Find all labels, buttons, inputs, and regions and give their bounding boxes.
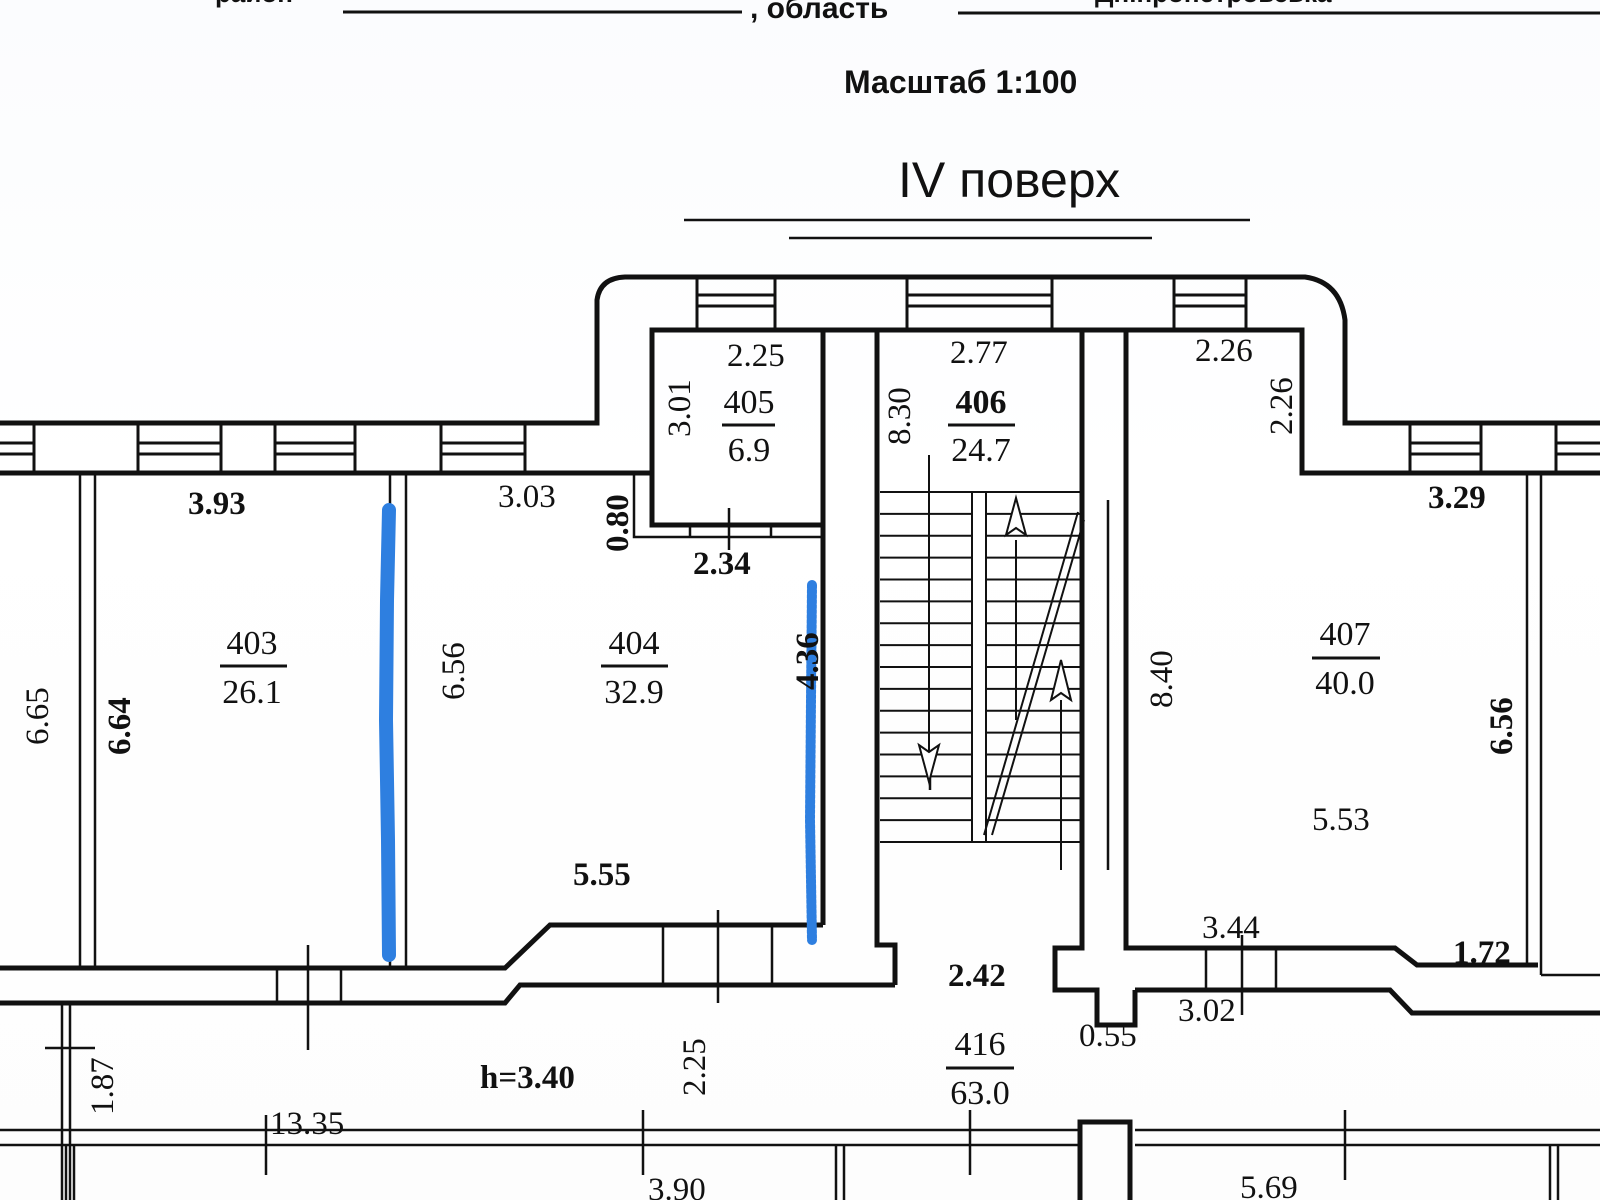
- dimension-label: 3.44: [1202, 910, 1260, 946]
- dimension-label: 6.65: [20, 687, 56, 745]
- dimension-label: 8.30: [882, 387, 918, 445]
- dimension-label: 3.93: [188, 486, 246, 522]
- arrow-up-icon: [1004, 494, 1028, 538]
- marker-stroke: [804, 580, 817, 945]
- dimension-label: 3.90: [648, 1172, 706, 1200]
- room-406-label: 406 24.7: [948, 384, 1015, 469]
- dimension-label: 2.25: [727, 338, 785, 374]
- outer-walls: [0, 274, 1600, 476]
- room-404-label: 404 32.9: [601, 625, 668, 711]
- room-number: 404: [609, 625, 660, 662]
- room-number: 416: [955, 1026, 1006, 1063]
- dimension-label: 0.80: [600, 494, 636, 552]
- stair-well: [971, 491, 987, 843]
- dimension-label: 5.69: [1240, 1170, 1298, 1200]
- arrow-down-icon: [917, 742, 941, 786]
- dimension-label: 2.34: [693, 546, 751, 582]
- room-area: 40.0: [1315, 665, 1375, 702]
- dimension-label: 3.03: [498, 479, 556, 515]
- dimension-label: 6.64: [102, 697, 138, 755]
- window: [1408, 425, 1600, 471]
- dimension-label: 4.36: [790, 632, 826, 690]
- dimension-label: 3.01: [662, 379, 698, 437]
- scale-label: Масштаб 1:100: [844, 64, 1077, 100]
- dimension-label: 8.40: [1144, 650, 1180, 708]
- floor-title: IV поверх: [898, 152, 1120, 208]
- dimension-label: 0.55: [1079, 1018, 1137, 1054]
- marker-stroke: [378, 503, 396, 962]
- room-403-label: 403 26.1: [220, 625, 287, 711]
- room-407-label: 407 40.0: [1312, 616, 1380, 702]
- room-area: 26.1: [222, 674, 282, 711]
- room-area: 32.9: [604, 674, 664, 711]
- dimension-label: 2.42: [948, 958, 1006, 994]
- dimension-label: 3.02: [1178, 993, 1236, 1029]
- dimension-label: 6.56: [436, 642, 472, 700]
- room-number: 405: [724, 384, 775, 421]
- dimension-label: 2.26: [1264, 377, 1300, 435]
- dimension-label: 1.72: [1453, 935, 1511, 971]
- dimension-label: 2.26: [1195, 333, 1253, 369]
- oblast-suffix: , область: [750, 0, 888, 25]
- room-area: 6.9: [728, 432, 771, 469]
- room-number: 407: [1320, 616, 1371, 653]
- arrow-up-icon: [1049, 659, 1073, 703]
- dimension-label: 5.53: [1312, 802, 1370, 838]
- dimension-label: 2.25: [677, 1038, 713, 1096]
- dimension-label: 13.35: [270, 1106, 344, 1142]
- dimension-label: 1.87: [85, 1057, 121, 1115]
- stair-break-line: [991, 519, 1085, 836]
- dimension-labels: 2.25 3.01 2.77 8.30 2.26 2.26 8.40 6.56 …: [20, 333, 1520, 1200]
- partitions: [0, 330, 1600, 1200]
- room-area: 24.7: [951, 432, 1011, 469]
- ceiling-height-label: h=3.40: [480, 1060, 575, 1096]
- room-416-label: 416 63.0: [946, 1026, 1014, 1112]
- dimension-label: 5.55: [573, 857, 631, 893]
- dimension-label: 2.77: [950, 335, 1008, 371]
- room-405-label: 405 6.9: [722, 384, 775, 469]
- header: район , область Дніпропетровська Масштаб…: [215, 0, 1600, 240]
- room-area: 63.0: [950, 1075, 1010, 1112]
- window: [0, 425, 527, 471]
- dimension-label: 6.56: [1484, 697, 1520, 755]
- stair-break-line: [983, 511, 1079, 836]
- oblast-value: Дніпропетровська: [1095, 0, 1332, 8]
- dimension-label: 3.29: [1428, 480, 1486, 516]
- room-number: 403: [227, 625, 278, 662]
- region-label: район: [215, 0, 293, 8]
- window: [695, 279, 1248, 328]
- staircase: [880, 455, 1085, 870]
- room-number: 406: [956, 384, 1007, 421]
